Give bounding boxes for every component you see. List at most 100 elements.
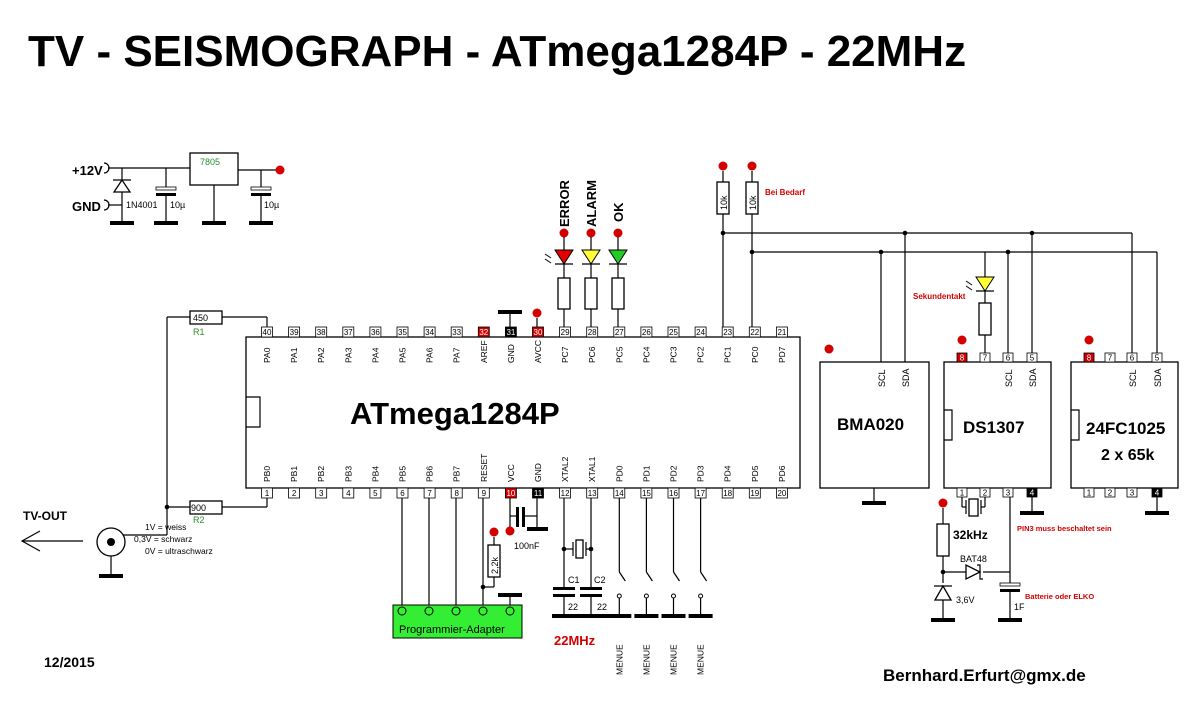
mcu-top-pin-number: 25 xyxy=(669,328,678,337)
mcu-bottom-pin-number: 2 xyxy=(292,489,297,498)
mcu-bottom-pin-number: 11 xyxy=(534,489,543,498)
mcu-bottom-pin-3: 3 PB2 xyxy=(315,466,328,499)
mcu-bottom-pin-label: XTAL2 xyxy=(560,456,570,482)
eeprom-name: 24FC1025 xyxy=(1086,419,1165,438)
ds1307-top-pin-number: 5 xyxy=(1030,354,1035,363)
mcu-bottom-pin-label: GND xyxy=(533,463,543,482)
tv-note-3: 0V = ultraschwarz xyxy=(145,546,213,556)
ds1307-led-label: Sekundentakt xyxy=(913,292,966,301)
mcu-bottom-pin-1: 1 PB0 xyxy=(261,466,273,499)
eeprom-sda: SDA xyxy=(1153,368,1163,387)
c1-label: C1 xyxy=(568,575,580,585)
mcu-bottom-pin-label: XTAL1 xyxy=(587,456,597,482)
reset-cap: 100nF xyxy=(514,541,540,551)
crystal-section: C1 C2 22 22 22MHz xyxy=(552,498,628,648)
ds1307-name: DS1307 xyxy=(963,418,1024,437)
menu-button-1[interactable]: MENUE xyxy=(607,498,632,675)
mcu-bottom-pin-number: 16 xyxy=(669,489,678,498)
mcu-bottom-pin-label: PB0 xyxy=(262,466,272,482)
mcu-bottom-pin-number: 1 xyxy=(265,489,270,498)
mcu-top-pin-number: 31 xyxy=(506,328,515,337)
eeprom-top-pin-number: 5 xyxy=(1155,354,1160,363)
mcu-bottom-pin-label: RESET xyxy=(479,454,489,482)
cap1-label: 10µ xyxy=(170,200,185,210)
mcu-top-pin-number: 39 xyxy=(290,328,299,337)
mcu-bottom-pin-label: PB2 xyxy=(316,466,326,482)
eeprom-top-pin-7: 7 xyxy=(1104,352,1116,363)
mcu-bottom-pin-label: PB3 xyxy=(343,466,353,482)
mcu-bottom-pin-number: 6 xyxy=(400,489,405,498)
mcu-bottom-pin-label: PD6 xyxy=(777,465,787,482)
mcu-top-pin-number: 33 xyxy=(452,328,461,337)
sekundentakt-led xyxy=(975,276,995,292)
ds1307-bottom-pin-number: 1 xyxy=(960,489,965,498)
mcu-bottom-pin-number: 3 xyxy=(319,489,324,498)
mcu-name: ATmega1284P xyxy=(350,396,560,431)
ds1307-scl: SCL xyxy=(1004,369,1014,387)
mcu-bottom-pin-number: 17 xyxy=(696,489,705,498)
ds1307-bottom-pin-number: 3 xyxy=(1006,489,1011,498)
mcu-top-pin-label: PC1 xyxy=(723,346,733,363)
mcu-bottom-pin-number: 13 xyxy=(588,489,597,498)
mcu-top-pin-label: PC2 xyxy=(696,346,706,363)
mcu-bottom-pin-label: PD5 xyxy=(750,465,760,482)
page-title: TV - SEISMOGRAPH - ATmega1284P - 22MHz xyxy=(28,27,966,76)
c1-value: 22 xyxy=(568,602,578,612)
mcu-bottom-pin-label: PB4 xyxy=(370,466,380,482)
menu-button-4[interactable]: MENUE xyxy=(688,498,713,675)
mcu-bottom-pin-label: PB5 xyxy=(398,466,408,482)
pullup-r1-value: 10k xyxy=(719,195,729,210)
mcu-bottom-pin-2: 2 PB1 xyxy=(288,466,301,499)
mcu-bottom-pin-number: 7 xyxy=(427,489,432,498)
aref-gnd-avcc xyxy=(498,308,542,327)
mcu-bottom-pin-number: 4 xyxy=(346,489,351,498)
eeprom-bottom-pin-4: 4 xyxy=(1151,487,1163,498)
eeprom-bottom-pin-number: 3 xyxy=(1130,489,1135,498)
ds1307-zener: 3,6V xyxy=(956,595,975,605)
i2c-bus: 10k 10k Bei Bedarf xyxy=(716,161,1158,362)
mcu-top-pin-number: 26 xyxy=(642,328,651,337)
eeprom-bottom-pin-number: 2 xyxy=(1108,489,1113,498)
mcu-top-pin-label: PA5 xyxy=(398,347,408,363)
r1-name: R1 xyxy=(193,327,205,337)
led-ok xyxy=(608,249,628,265)
mcu-top-pin-label: PC4 xyxy=(641,346,651,363)
mcu-bottom-pin-number: 8 xyxy=(454,489,459,498)
mcu-top-pin-label: PA2 xyxy=(316,347,326,363)
mcu-top-pin-label: GND xyxy=(506,344,516,363)
mcu-bottom-pin-number: 5 xyxy=(373,489,378,498)
mcu-top-pin-number: 35 xyxy=(398,328,407,337)
mcu-top-pin-label: PA1 xyxy=(289,347,299,363)
eeprom-top-pin-number: 6 xyxy=(1130,354,1135,363)
bma-scl: SCL xyxy=(877,369,887,387)
ground-symbol xyxy=(110,221,134,225)
ds1307-bottom-pin-2: 2 xyxy=(979,487,991,498)
mcu-bottom-pin-label: PD2 xyxy=(669,465,679,482)
mcu-bottom-pin-label: PB6 xyxy=(425,466,435,482)
mcu-top-pin-number: 36 xyxy=(371,328,380,337)
mcu-bottom-pin-6: 6 PB5 xyxy=(396,466,409,499)
eeprom-top-pin-number: 8 xyxy=(1087,354,1092,363)
mcu-top-pin-number: 28 xyxy=(588,328,597,337)
mcu-top-pin-number: 34 xyxy=(425,328,434,337)
menu-button-2[interactable]: MENUE xyxy=(634,498,659,675)
mcu-top-pin-number: 38 xyxy=(317,328,326,337)
ds1307-bottom-pin-1: 1 xyxy=(956,487,968,498)
menu-button-3[interactable]: MENUE xyxy=(661,498,686,675)
plus12v-label: +12V xyxy=(72,163,103,178)
mcu-top-pin-label: PC5 xyxy=(614,346,624,363)
mcu-bottom-pin-label: PB1 xyxy=(289,466,299,482)
gnd-input-label: GND xyxy=(72,199,101,214)
